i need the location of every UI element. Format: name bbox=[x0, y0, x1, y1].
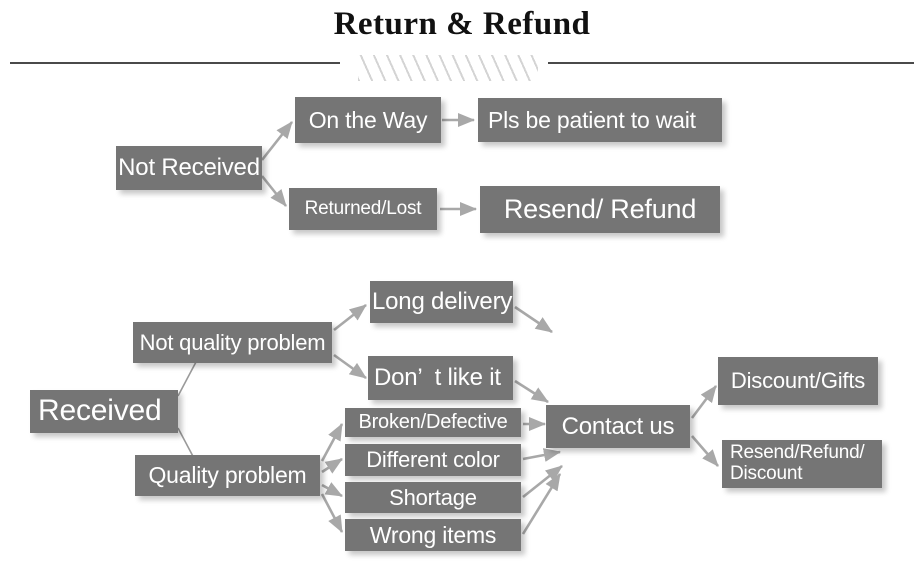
title-divider bbox=[0, 55, 924, 81]
page-title: Return & Refund bbox=[333, 6, 591, 42]
node-quality-problem[interactable]: Quality problem bbox=[135, 455, 320, 496]
node-dont-like-it[interactable]: Don’ t like it bbox=[368, 356, 513, 400]
node-received[interactable]: Received bbox=[30, 390, 178, 433]
node-returned-lost[interactable]: Returned/Lost bbox=[289, 188, 437, 230]
node-pls-be-patient[interactable]: Pls be patient to wait bbox=[478, 98, 722, 142]
node-shortage[interactable]: Shortage bbox=[345, 482, 521, 513]
node-resend-refund-discount[interactable]: Resend/Refund/ Discount bbox=[722, 440, 882, 488]
divider-rule-left bbox=[10, 62, 340, 64]
node-not-received[interactable]: Not Received bbox=[116, 146, 262, 190]
node-wrong-items[interactable]: Wrong items bbox=[345, 519, 521, 551]
node-on-the-way[interactable]: On the Way bbox=[295, 97, 441, 143]
node-discount-gifts[interactable]: Discount/Gifts bbox=[718, 357, 878, 405]
node-long-delivery[interactable]: Long delivery bbox=[370, 281, 513, 323]
node-resend-refund[interactable]: Resend/ Refund bbox=[480, 186, 720, 233]
divider-rule-right bbox=[548, 62, 914, 64]
node-not-quality-problem[interactable]: Not quality problem bbox=[133, 322, 332, 363]
diagonal-hatch-divider-icon bbox=[358, 55, 538, 81]
node-contact-us[interactable]: Contact us bbox=[546, 405, 690, 448]
node-different-color[interactable]: Different color bbox=[345, 444, 521, 476]
node-broken-defective[interactable]: Broken/Defective bbox=[345, 408, 521, 437]
